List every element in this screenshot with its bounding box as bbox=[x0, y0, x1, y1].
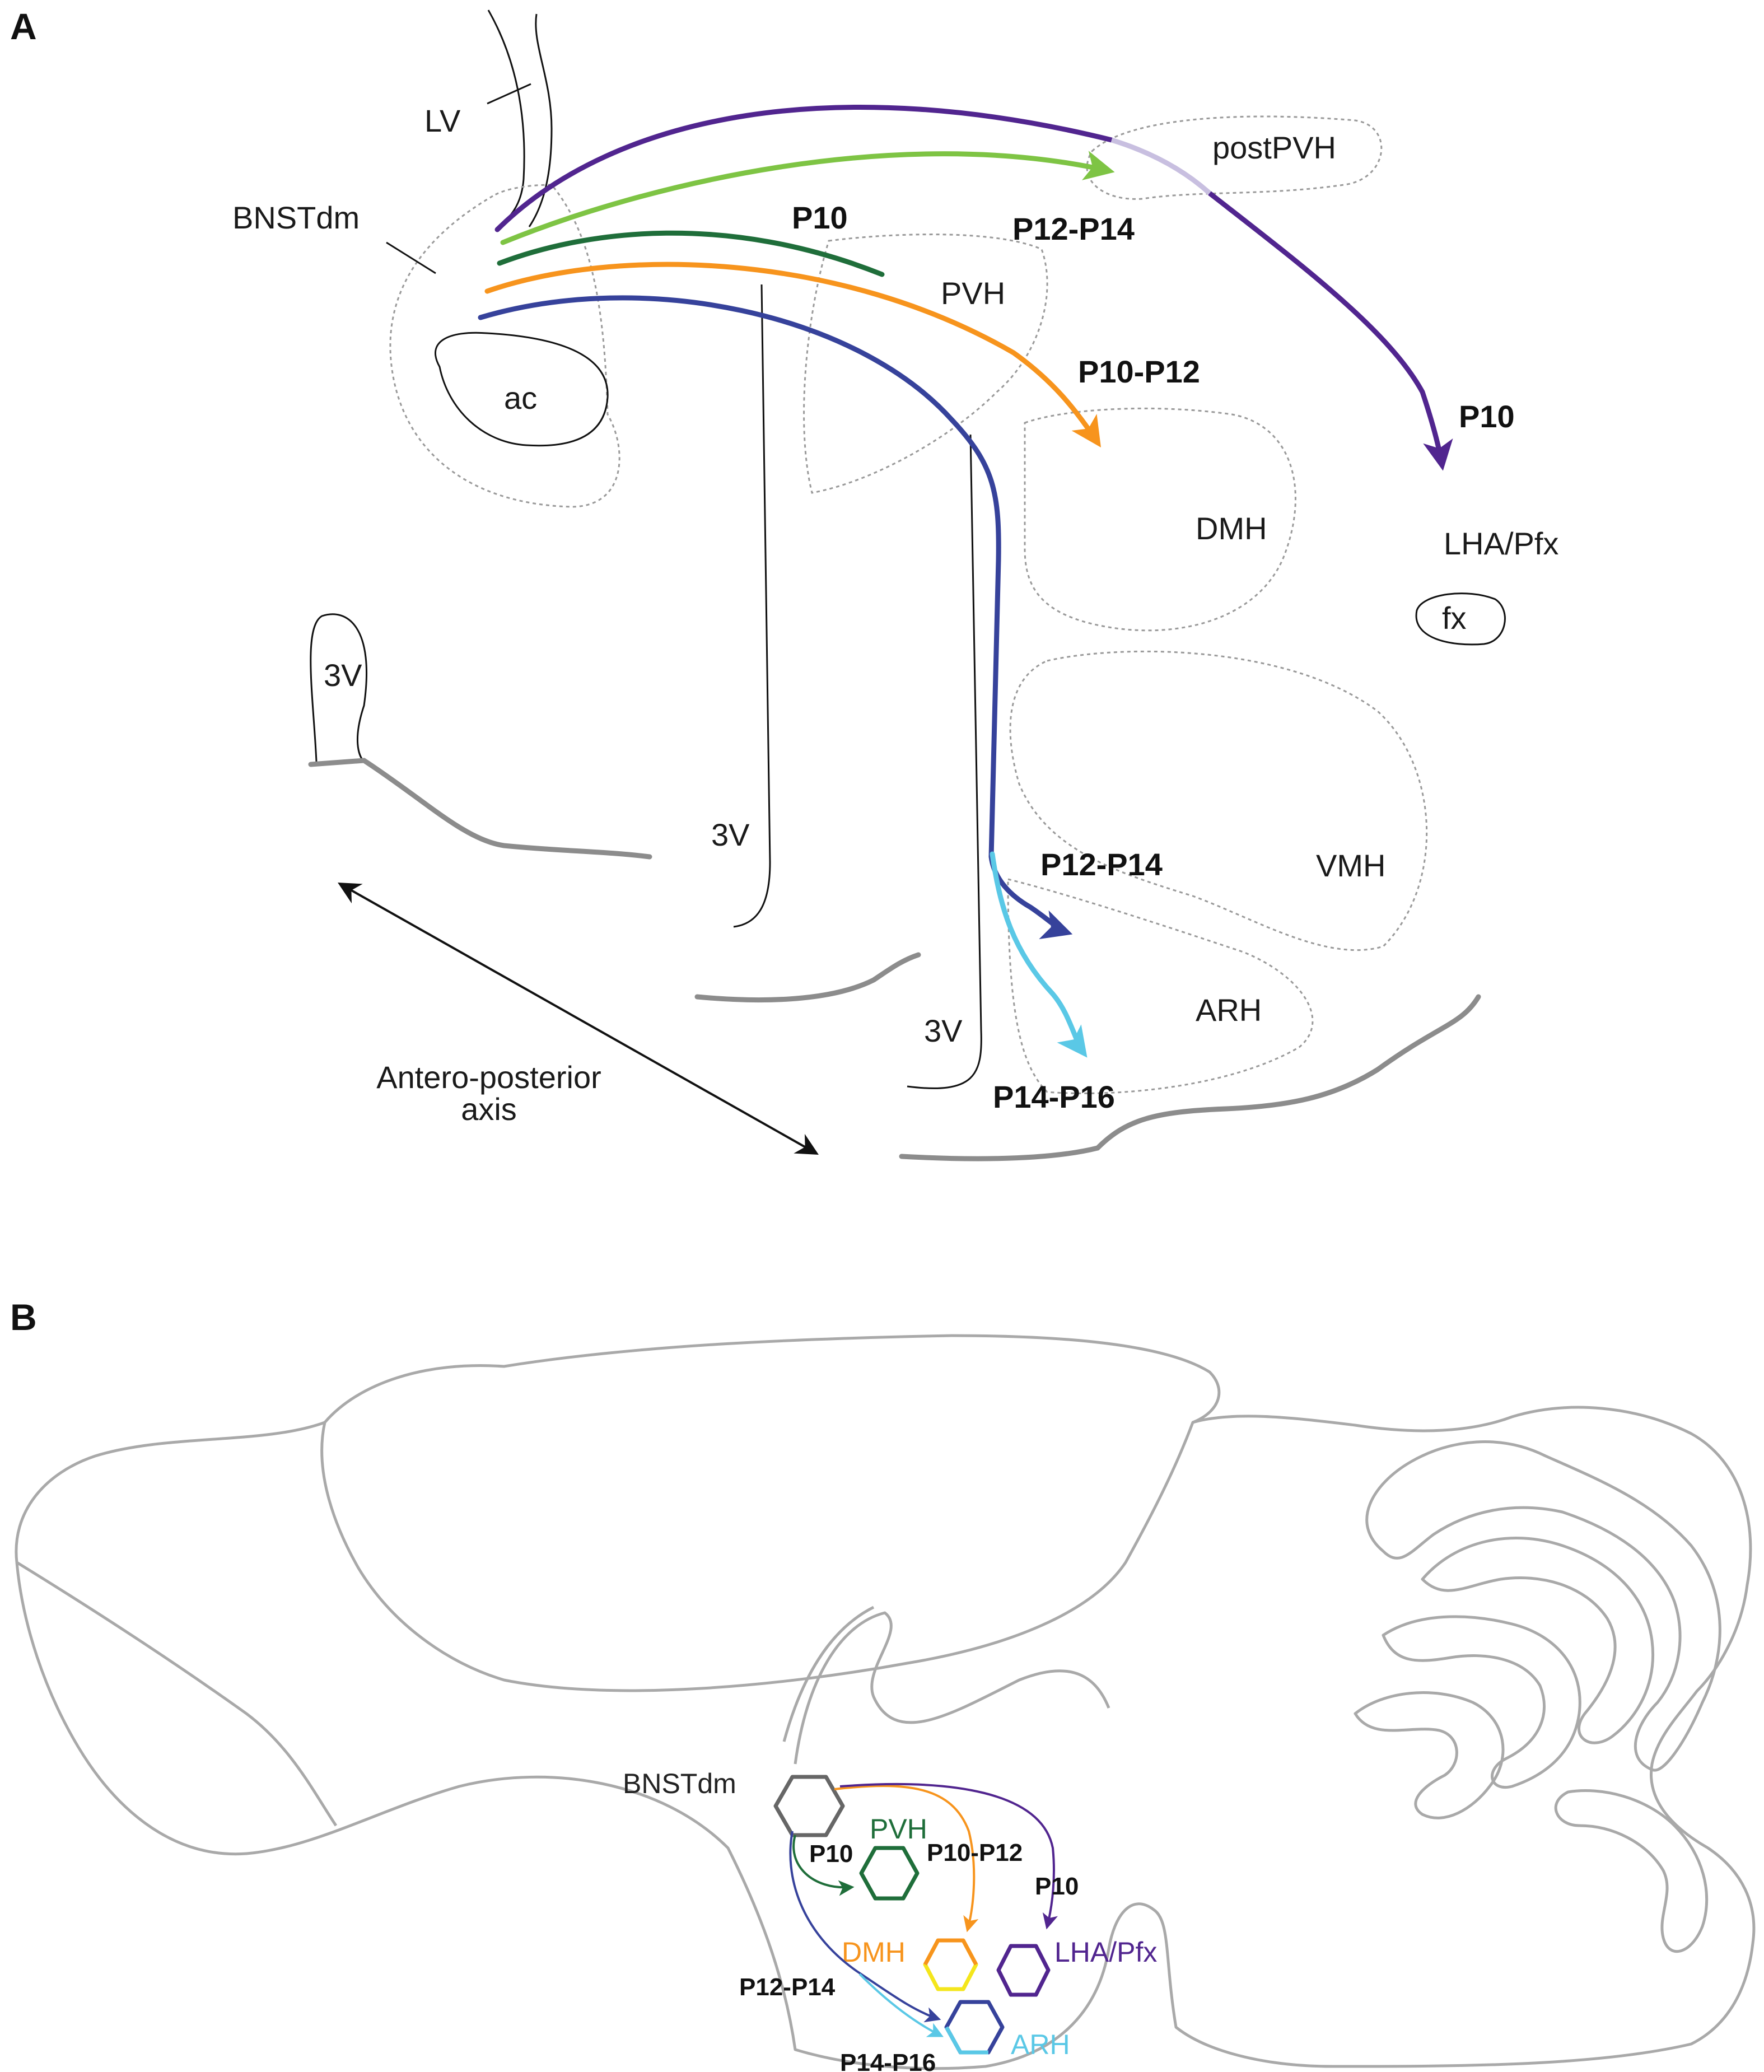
ac-label: ac bbox=[504, 380, 537, 416]
ac-outline bbox=[435, 332, 609, 447]
arh-late-projection bbox=[990, 851, 1088, 1058]
bnstdm-hexagon bbox=[773, 1775, 845, 1837]
timing-arh-early-label: P12-P14 bbox=[1040, 847, 1163, 882]
arh-early-projection-b bbox=[789, 1831, 941, 2023]
arh-late-projection-b bbox=[858, 1973, 944, 2037]
panel-a: A LV BNSTdm ac postPVH PVH DMH fx LHA/Pf… bbox=[10, 6, 1558, 1161]
timing-lha-label-b: P10 bbox=[1035, 1873, 1079, 1900]
pvh-hexagon bbox=[859, 1846, 920, 1901]
lha-projection-faded bbox=[1110, 137, 1212, 195]
arh-label-b: ARH bbox=[1011, 2029, 1070, 2060]
axis-label-line2: axis bbox=[461, 1091, 517, 1127]
floor-left bbox=[308, 758, 652, 860]
3v-right-label: 3V bbox=[924, 1013, 963, 1048]
lha-projection-part1 bbox=[494, 105, 1114, 232]
post-pvh-outline bbox=[1086, 115, 1383, 200]
lha-projection-part2 bbox=[1208, 191, 1453, 471]
timing-arh-late-label: P14-P16 bbox=[993, 1079, 1115, 1114]
pvh-projection bbox=[497, 230, 885, 277]
fx-outline bbox=[1415, 592, 1506, 646]
timing-lha-label: P10 bbox=[1459, 399, 1515, 434]
dmh-label: DMH bbox=[1196, 511, 1267, 546]
timing-pvh-label-b: P10 bbox=[809, 1840, 853, 1868]
cerebellum-outer-fold bbox=[1365, 1440, 1721, 1772]
pvh-projection-b bbox=[792, 1835, 855, 1896]
arh-label: ARH bbox=[1196, 992, 1262, 1028]
bnstdm-label: BNSTdm bbox=[232, 200, 360, 235]
timing-pvh-label: P10 bbox=[792, 200, 848, 235]
panel-b-letter: B bbox=[10, 1296, 37, 1338]
panel-b: B BNSTdm PVH DMH LHA/Pfx ARH bbox=[10, 1296, 1756, 2072]
bnstdm-pointer-line bbox=[386, 241, 436, 274]
axis-label-line1: Antero-posterior bbox=[376, 1060, 601, 1095]
arh-outline bbox=[1007, 878, 1314, 1094]
post-pvh-label: postPVH bbox=[1212, 130, 1336, 165]
timing-arh-late-label-b: P14-P16 bbox=[840, 2049, 936, 2072]
lha-pfx-hexagon bbox=[996, 1944, 1051, 1997]
dmh-projection bbox=[484, 262, 1101, 447]
arh-early-projection bbox=[478, 295, 1073, 939]
lha-pfx-label: LHA/Pfx bbox=[1444, 526, 1558, 561]
bnstdm-label-b: BNSTdm bbox=[623, 1768, 736, 1799]
3v-left-label: 3V bbox=[324, 657, 362, 693]
fornix-outline bbox=[782, 1606, 875, 1742]
fx-label: fx bbox=[1442, 600, 1467, 636]
cerebellum-inner-fold-1 bbox=[1421, 1537, 1654, 1744]
thalamus-outline bbox=[794, 1611, 1110, 1765]
vmh-outline bbox=[1009, 650, 1428, 951]
brain-outline bbox=[15, 1334, 1756, 2070]
timing-post-pvh-label: P12-P14 bbox=[1012, 211, 1135, 246]
pvh-label-b: PVH bbox=[870, 1813, 927, 1845]
vmh-label: VMH bbox=[1316, 848, 1385, 883]
olfactory-outline bbox=[16, 1561, 338, 1827]
lv-label: LV bbox=[424, 103, 461, 138]
timing-arh-early-label-b: P12-P14 bbox=[739, 1973, 836, 2001]
post-pvh-projection bbox=[500, 151, 1115, 245]
dmh-projection-b bbox=[834, 1785, 979, 1933]
lv-right-wall bbox=[528, 13, 553, 227]
cerebellum-inner-fold-2 bbox=[1382, 1615, 1581, 1789]
3v-mid-label: 3V bbox=[711, 817, 750, 852]
lha-pfx-label-b: LHA/Pfx bbox=[1054, 1936, 1157, 1968]
timing-dmh-label: P10-P12 bbox=[1078, 354, 1200, 389]
cerebellum-inner-fold-3 bbox=[1354, 1691, 1505, 1819]
cortex-inner-outline bbox=[320, 1422, 1194, 1692]
dmh-hexagon-orange-edge bbox=[923, 1938, 978, 1966]
lha-projection-b bbox=[839, 1782, 1058, 1930]
antero-posterior-axis-arrow bbox=[338, 883, 819, 1155]
floor-right bbox=[899, 994, 1481, 1161]
pvh-label: PVH bbox=[941, 276, 1005, 311]
cerebellum-lower-fold bbox=[1554, 1789, 1709, 1953]
lv-left-wall bbox=[487, 10, 525, 225]
floor-middle bbox=[694, 952, 921, 1003]
arh-hexagon-lightblue-edge bbox=[944, 2026, 988, 2055]
lv-pointer-line bbox=[487, 83, 531, 105]
3v-left-outline bbox=[310, 613, 367, 763]
timing-dmh-label-b: P10-P12 bbox=[927, 1839, 1023, 1866]
3v-right-outline bbox=[907, 434, 982, 1089]
panel-a-letter: A bbox=[10, 6, 37, 47]
pvh-outline bbox=[803, 234, 1048, 494]
bnstdm-outline bbox=[389, 184, 620, 508]
dmh-label-b: DMH bbox=[842, 1936, 906, 1968]
